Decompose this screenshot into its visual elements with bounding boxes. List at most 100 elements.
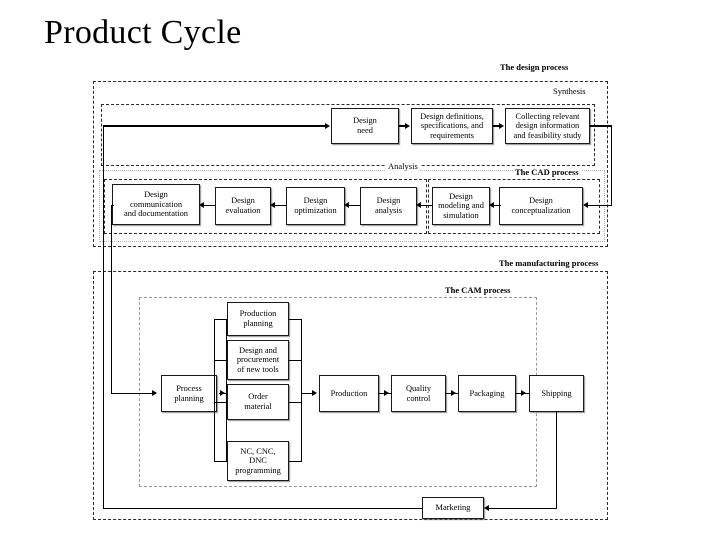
region-manufacturing-process	[93, 271, 608, 520]
node-text-line: design information	[515, 121, 580, 131]
node-text-line: specifications, and	[420, 121, 484, 131]
node-design-definitions[interactable]: Design definitions, specifications, and …	[411, 108, 493, 144]
node-text-line: Packaging	[469, 388, 505, 398]
node-text-line: requirements	[430, 130, 474, 140]
connector-nc-programming-out	[289, 460, 302, 462]
connector-bus-to-order-material	[214, 401, 227, 403]
arrowhead-conceptualization-to-modeling	[489, 202, 494, 209]
node-text-line: Design	[376, 196, 401, 206]
node-production[interactable]: Production	[319, 375, 379, 412]
connector-communication-down	[110, 204, 112, 394]
arrowhead-into-conceptualization	[583, 202, 588, 209]
arrowhead-modeling-to-analysis	[416, 202, 421, 209]
connector-order-material-out	[289, 401, 302, 403]
connector-need-to-definitions	[399, 125, 406, 127]
node-text-line: communication	[129, 199, 183, 209]
connector-modeling-to-analysis	[419, 205, 432, 207]
connector-optimization-to-evaluation	[273, 205, 286, 207]
node-text-line: Design	[353, 116, 377, 126]
node-design-modeling-simulation[interactable]: Design modeling and simulation	[432, 187, 490, 225]
node-design-communication[interactable]: Design communication and documentation	[112, 184, 200, 225]
arrowhead-need-to-definitions	[405, 122, 410, 129]
node-text-line: Production	[239, 309, 277, 319]
node-design-evaluation[interactable]: Design evaluation	[215, 187, 271, 225]
node-collecting-information[interactable]: Collecting relevant design information a…	[505, 108, 590, 144]
region-cad-inner	[428, 179, 600, 234]
node-design-analysis[interactable]: Design analysis	[360, 187, 417, 225]
node-nc-cnc-dnc-programming[interactable]: NC, CNC, DNC programming	[227, 441, 289, 481]
connector-definitions-to-collecting	[493, 125, 500, 127]
arrowhead-bus-to-production	[312, 390, 317, 396]
connector-analysis-to-optimization	[347, 205, 360, 207]
node-design-need[interactable]: Design need	[331, 108, 399, 144]
connector-bus-to-design-procurement	[214, 359, 227, 361]
connector-collecting-out-right	[590, 125, 612, 127]
node-text-line: modeling and	[438, 201, 484, 211]
node-text-line: Design	[231, 196, 255, 206]
arrowhead-into-marketing	[484, 505, 489, 511]
node-text-line: Design and	[239, 345, 277, 355]
node-production-planning[interactable]: Production planning	[227, 302, 289, 336]
node-text-line: Design definitions,	[420, 111, 484, 121]
connector-conceptualization-to-modeling	[492, 205, 501, 207]
node-text-line: material	[244, 402, 272, 411]
node-text-line: Design	[529, 196, 553, 206]
arrowhead-production-to-quality	[384, 390, 389, 396]
connector-design-procurement-out	[289, 359, 302, 361]
connector-cam-right-bus	[301, 318, 303, 462]
region-label-synthesis: Synthesis	[551, 86, 588, 96]
node-design-optimization[interactable]: Design optimization	[286, 187, 345, 225]
node-text-line: Quality	[405, 383, 432, 393]
region-label-cam-process: The CAM process	[443, 285, 513, 295]
node-packaging[interactable]: Packaging	[458, 375, 516, 412]
connector-evaluation-to-communication	[202, 205, 215, 207]
connector-collecting-down	[610, 125, 612, 207]
node-text-line: Process	[176, 383, 202, 393]
node-shipping[interactable]: Shipping	[529, 375, 584, 412]
connector-return-bus-up	[103, 125, 105, 509]
node-text-line: Marketing	[435, 503, 471, 513]
node-text-line: planning	[174, 393, 204, 403]
node-text-line: procurement	[236, 355, 280, 365]
connector-shipping-down	[556, 412, 558, 508]
connector-into-process-planning	[110, 392, 156, 394]
region-synthesis	[101, 104, 595, 166]
node-process-planning[interactable]: Process planning	[161, 375, 217, 412]
node-text-line: and feasibility study	[513, 130, 582, 140]
node-quality-control[interactable]: Quality control	[391, 375, 446, 412]
arrowhead-optimization-to-evaluation	[270, 202, 275, 209]
region-analysis	[104, 179, 427, 234]
node-text-line: DNC	[249, 456, 267, 466]
connector-bus-to-nc-programming	[214, 460, 227, 462]
node-text-line: and documentation	[124, 209, 188, 219]
node-text-line: programming	[235, 465, 281, 475]
node-marketing[interactable]: Marketing	[422, 497, 484, 519]
connector-communication-out-left	[111, 204, 114, 206]
node-text-line: evaluation	[225, 206, 261, 215]
node-text-line: Collecting relevant	[515, 111, 580, 121]
arrowhead-into-design-need	[325, 122, 330, 129]
node-text-line: need	[357, 126, 373, 135]
connector-cam-inner-left-rail	[214, 318, 216, 462]
node-order-material[interactable]: Order material	[227, 384, 289, 420]
connector-cam-left-bus	[226, 319, 228, 462]
arrowhead-into-process-planning	[152, 390, 157, 396]
node-text-line: optimization	[294, 206, 337, 215]
page-title: Product Cycle	[44, 14, 242, 51]
node-text-line: Design	[449, 191, 473, 201]
node-design-conceptualization[interactable]: Design conceptualization	[499, 187, 583, 225]
connector-marketing-out-left	[103, 507, 422, 509]
node-text-line: conceptualization	[511, 206, 571, 215]
node-text-line: analysis	[375, 206, 402, 215]
node-design-procurement[interactable]: Design and procurement of new tools	[227, 340, 289, 380]
node-text-line: control	[406, 393, 431, 403]
node-text-line: Shipping	[541, 388, 572, 398]
region-label-analysis: Analysis	[386, 161, 420, 171]
connector-production-planning-out	[289, 318, 302, 320]
arrowhead-quality-to-packaging	[451, 390, 456, 396]
region-label-cad-process: The CAD process	[513, 167, 581, 177]
connector-into-conceptualization	[586, 205, 611, 207]
region-label-design-process: The design process	[498, 62, 571, 72]
